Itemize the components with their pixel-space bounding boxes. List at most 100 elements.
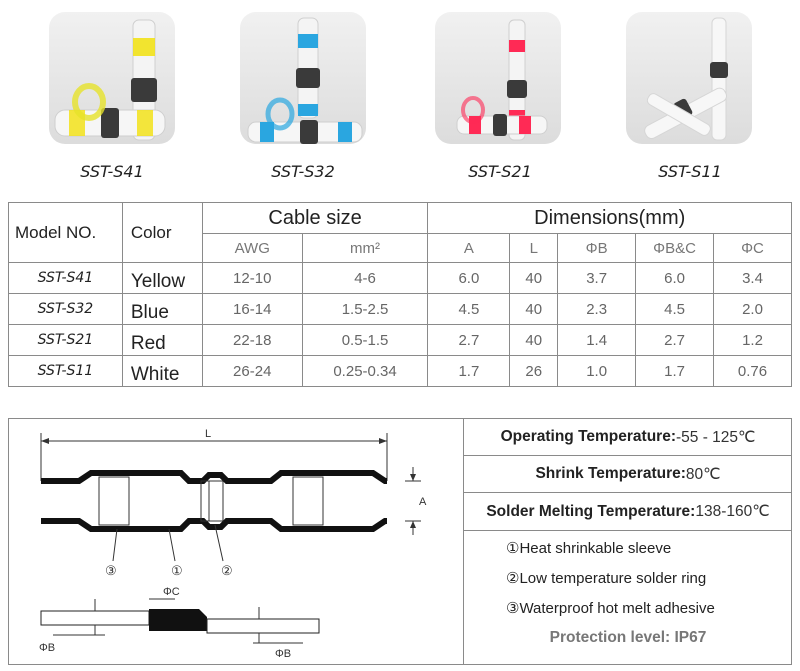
table-row: SST-S21 Red 22-18 0.5-1.5 2.7 40 1.4 2.7… — [8, 324, 792, 356]
cell-l: 26 — [509, 355, 559, 387]
shrink-temperature-row: Shrink Temperature: 80℃ — [464, 456, 792, 493]
cell-phi-bc: 1.7 — [635, 355, 715, 387]
crimp-section — [149, 609, 207, 631]
length-label: L — [205, 428, 211, 440]
cell-phi-b: 1.0 — [557, 355, 637, 387]
cell-color: White — [121, 355, 203, 387]
legend-item: ①Heat shrinkable sleeve — [506, 540, 672, 557]
cell-a: 1.7 — [427, 355, 511, 387]
cell-awg: 12-10 — [201, 262, 303, 294]
cell-color: Red — [121, 324, 203, 356]
product-caption: SST-S21 — [468, 162, 532, 181]
cell-mm2: 1.5-2.5 — [301, 293, 429, 325]
product-photo-sst-s41 — [49, 12, 175, 144]
header-phi-c: ΦC — [713, 233, 792, 263]
phi-c-label: ΦC — [163, 586, 180, 598]
cell-mm2: 4-6 — [301, 262, 429, 294]
cell-l: 40 — [509, 324, 559, 356]
product-photo-sst-s21 — [435, 12, 561, 144]
cell-mm2: 0.5-1.5 — [301, 324, 429, 356]
cell-model: SST-S21 — [8, 324, 123, 356]
operating-temperature-label: Operating Temperature: — [500, 428, 676, 445]
cell-phi-b: 2.3 — [557, 293, 637, 325]
table-row: SST-S32 Blue 16-14 1.5-2.5 4.5 40 2.3 4.… — [8, 293, 792, 325]
cell-phi-bc: 6.0 — [635, 262, 715, 294]
cell-l: 40 — [509, 293, 559, 325]
header-color: Color — [121, 202, 203, 263]
product-photo-sst-s32 — [240, 12, 366, 144]
white-connector-illustration — [644, 17, 728, 141]
connector-drawing-svg: L A ③ ① ② ΦC — [39, 428, 427, 660]
wire-left — [40, 610, 150, 626]
cell-color: Blue — [121, 293, 203, 325]
solder-temperature-row: Solder Melting Temperature: 138-160℃ — [464, 493, 792, 531]
legend-item: ③Waterproof hot melt adhesive — [506, 600, 715, 617]
spec-list: Operating Temperature: -55 - 125℃ Shrink… — [463, 419, 792, 664]
technical-drawing-panel: L A ③ ① ② ΦC — [8, 418, 792, 665]
cell-phi-c: 3.4 — [713, 262, 792, 294]
cell-a: 6.0 — [427, 262, 511, 294]
connector-drawing: L A ③ ① ② ΦC — [9, 419, 463, 664]
cell-model: SST-S11 — [8, 355, 123, 387]
adhesive-ring-left — [98, 476, 130, 526]
cell-model: SST-S32 — [8, 293, 123, 325]
arrow-down-icon — [410, 474, 416, 481]
header-dimensions: Dimensions(mm) — [427, 202, 792, 234]
solder-temperature-value: 138-160℃ — [695, 503, 770, 520]
product-caption: SST-S41 — [80, 162, 144, 181]
header-model-no: Model NO. — [8, 202, 123, 263]
phi-b-right-label: ΦB — [275, 648, 291, 660]
product-photo-sst-s11 — [626, 12, 752, 144]
shrink-temperature-label: Shrink Temperature: — [535, 465, 686, 482]
cell-phi-bc: 4.5 — [635, 293, 715, 325]
cell-mm2: 0.25-0.34 — [301, 355, 429, 387]
shrink-temperature-value: 80℃ — [685, 465, 721, 483]
product-caption: SST-S32 — [271, 162, 335, 181]
red-connector-illustration — [456, 19, 548, 141]
table-row: SST-S11 White 26-24 0.25-0.34 1.7 26 1.0… — [8, 355, 792, 387]
cell-awg: 16-14 — [201, 293, 303, 325]
adhesive-ring-right — [292, 476, 324, 526]
tube-top-wall — [41, 470, 387, 484]
arrow-up-icon — [410, 521, 416, 528]
header-phi-bc: ΦB&C — [635, 233, 715, 263]
solder-ring — [200, 480, 224, 522]
header-a: A — [427, 233, 511, 263]
height-label: A — [419, 496, 427, 508]
arrow-right-icon — [379, 438, 387, 444]
callout-3: ③ — [105, 563, 117, 578]
blue-connector-illustration — [247, 17, 363, 144]
header-awg: AWG — [201, 233, 303, 263]
header-phi-b: ΦB — [557, 233, 637, 263]
product-caption: SST-S11 — [658, 162, 722, 181]
cell-phi-c: 1.2 — [713, 324, 792, 356]
callout-1: ① — [171, 563, 183, 578]
yellow-connector-illustration — [54, 19, 166, 141]
protection-level: Protection level: IP67 — [549, 629, 707, 646]
cell-phi-b: 1.4 — [557, 324, 637, 356]
cell-l: 40 — [509, 262, 559, 294]
cell-a: 2.7 — [427, 324, 511, 356]
cell-phi-c: 0.76 — [713, 355, 792, 387]
legend-item: ②Low temperature solder ring — [506, 570, 707, 587]
header-cable-size: Cable size — [201, 202, 429, 234]
product-photo-row: SST-S41 SST-S32 SST-S21 — [0, 0, 800, 190]
operating-temperature-value: -55 - 125℃ — [675, 428, 756, 446]
phi-b-left-label: ΦB — [39, 642, 55, 654]
operating-temperature-row: Operating Temperature: -55 - 125℃ — [464, 419, 792, 456]
callout-2: ② — [221, 563, 233, 578]
spec-table: Model NO. Color Cable size Dimensions(mm… — [8, 202, 792, 387]
cell-awg: 22-18 — [201, 324, 303, 356]
header-l: L — [509, 233, 559, 263]
tube-bottom-wall — [41, 518, 387, 532]
cell-model: SST-S41 — [8, 262, 123, 294]
cell-phi-bc: 2.7 — [635, 324, 715, 356]
cell-a: 4.5 — [427, 293, 511, 325]
cell-awg: 26-24 — [201, 355, 303, 387]
header-mm2: mm² — [301, 233, 429, 263]
cell-color: Yellow — [121, 262, 203, 294]
wire-right — [206, 618, 320, 634]
solder-temperature-label: Solder Melting Temperature: — [486, 502, 696, 520]
cell-phi-b: 3.7 — [557, 262, 637, 294]
table-row: SST-S41 Yellow 12-10 4-6 6.0 40 3.7 6.0 … — [8, 262, 792, 294]
